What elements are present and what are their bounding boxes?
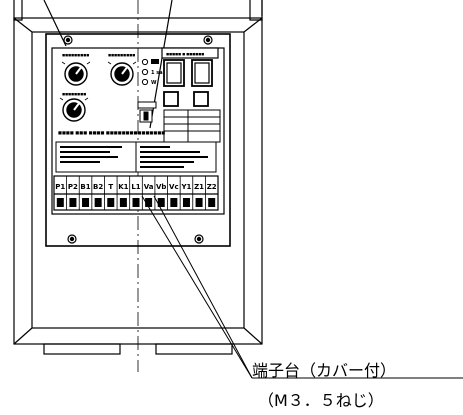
terminal-label-va: Va xyxy=(144,183,154,191)
status-led-2 xyxy=(141,68,149,76)
top-tab-left xyxy=(13,0,23,21)
callout-label: 端子台（カバー付） xyxy=(252,361,397,380)
terminal-screw-k1[interactable] xyxy=(119,198,127,207)
terminal-label-t: T xyxy=(108,183,113,191)
terminal-screw-y1[interactable] xyxy=(182,198,190,207)
terminal-screw-z1[interactable] xyxy=(195,198,203,207)
terminal-label-b2: B2 xyxy=(93,183,103,191)
mounting-plate xyxy=(45,33,231,247)
terminal-screw-b2[interactable] xyxy=(94,198,102,207)
control-panel xyxy=(51,47,225,215)
fuse-left xyxy=(163,91,179,107)
status-led-1 xyxy=(141,58,149,66)
relay-header xyxy=(161,47,219,59)
terminal-label-p1: P1 xyxy=(55,183,65,191)
terminal-screw-z2[interactable] xyxy=(208,198,216,207)
terminal-screw-b1[interactable] xyxy=(82,198,90,207)
dial-knob-2[interactable] xyxy=(110,62,134,86)
terminal-screw-t[interactable] xyxy=(107,198,115,207)
svg-text:■■■■■■■■■: ■■■■■■■■■ xyxy=(108,53,135,57)
dial-knob-3[interactable] xyxy=(62,98,86,122)
nameplate xyxy=(163,109,221,143)
status-led-label-1 xyxy=(151,59,159,64)
dial-knob-1[interactable] xyxy=(64,62,88,86)
terminal-label-b1: B1 xyxy=(80,183,90,191)
terminal-screws xyxy=(56,198,216,207)
terminal-label-l1: L1 xyxy=(131,183,140,191)
terminal-label-vb: Vb xyxy=(156,183,166,191)
terminal-label-p2: P2 xyxy=(68,183,78,191)
top-tab-right xyxy=(249,0,263,21)
svg-text:■■■■■■■■: ■■■■■■■■ xyxy=(62,92,86,96)
status-led-label-3: W xyxy=(151,80,157,86)
svg-text:■■■■■■■■■: ■■■■■■■■■ xyxy=(62,53,89,57)
terminal-screw-vc[interactable] xyxy=(170,198,178,207)
status-led-3 xyxy=(141,78,149,86)
terminal-label-z2: Z2 xyxy=(207,183,217,191)
terminal-screw-l1[interactable] xyxy=(132,198,140,207)
switch-header xyxy=(137,101,157,109)
terminal-label-k1: K1 xyxy=(118,183,128,191)
terminal-screw-vb[interactable] xyxy=(157,198,165,207)
foot-left xyxy=(43,343,121,355)
svg-text:■■■■■ ■ ■■■■■■: ■■■■■ ■ ■■■■■■ xyxy=(166,52,204,56)
foot-right xyxy=(155,343,233,355)
status-led-label-2: 1 sa xyxy=(151,70,163,76)
callout-sublabel: （M３．５ねじ） xyxy=(258,391,384,410)
fuse-right xyxy=(193,91,209,107)
terminal-label-z1: Z1 xyxy=(194,183,204,191)
leader-line-left xyxy=(43,0,67,47)
terminal-screw-va[interactable] xyxy=(145,198,153,207)
terminal-screw-p2[interactable] xyxy=(69,198,77,207)
callout-leader xyxy=(141,195,253,379)
terminal-label-y1: Y1 xyxy=(180,183,191,191)
svg-text:■■■■ ■■■ ■■■■ ■■■■■■■■■■■■■■■: ■■■■ ■■■ ■■■■ ■■■■■■■■■■■■■■■ xyxy=(58,130,165,135)
terminal-screw-p1[interactable] xyxy=(56,198,64,207)
terminal-label-vc: Vc xyxy=(169,183,179,191)
